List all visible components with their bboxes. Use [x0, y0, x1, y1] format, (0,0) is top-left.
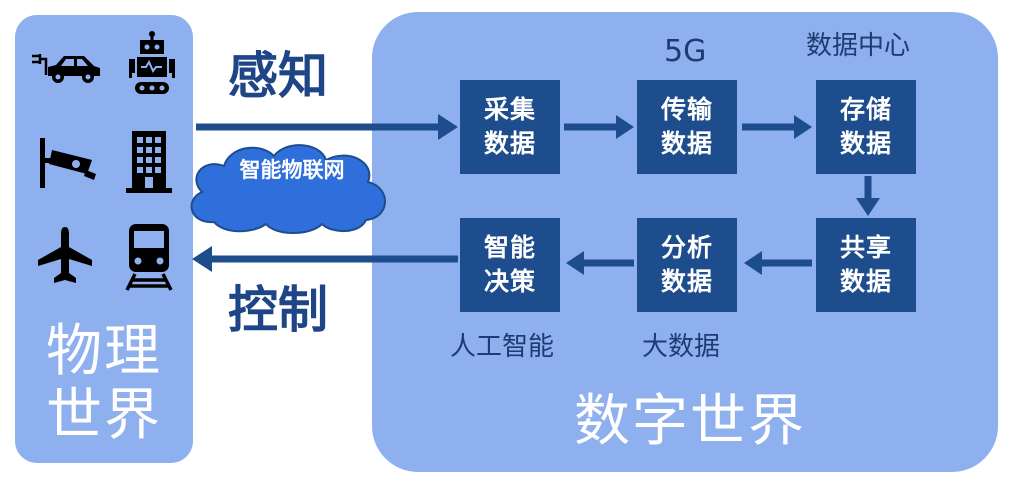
cctv-camera-icon [40, 138, 96, 188]
step-collect-label: 采集数据 [483, 95, 536, 158]
tag-data-center: 数据中心 [806, 31, 911, 61]
iot-network-label: 智能物联网 [239, 158, 345, 182]
step-decide-label: 智能决策 [483, 233, 536, 296]
physical-world-label: 物理世界 [46, 319, 162, 448]
step-transmit-label: 传输数据 [660, 95, 713, 158]
step-share-label: 共享数据 [839, 233, 892, 296]
control-label: 控制 [228, 281, 328, 339]
step-store-label: 存储数据 [839, 95, 892, 158]
step-analyze-label: 分析数据 [660, 233, 713, 296]
step-share-data: 共享数据 [816, 218, 916, 312]
ev-car-icon [32, 54, 100, 83]
tag-5g: 5G [664, 34, 707, 69]
step-smart-decision: 智能决策 [460, 218, 560, 312]
step-store-data: 存储数据 [816, 80, 916, 174]
tag-ai: 人工智能 [450, 332, 555, 362]
sense-label: 感知 [228, 47, 328, 105]
cloud-shape [190, 144, 386, 234]
robot-icon [129, 31, 175, 94]
tag-big-data: 大数据 [642, 332, 721, 362]
step-analyze-data: 分析数据 [637, 218, 737, 312]
airplane-icon [38, 227, 92, 283]
train-icon [125, 224, 173, 291]
step-collect-data: 采集数据 [460, 80, 560, 174]
building-icon [126, 131, 172, 193]
digital-world-label: 数字世界 [574, 389, 806, 454]
step-transmit-data: 传输数据 [637, 80, 737, 174]
